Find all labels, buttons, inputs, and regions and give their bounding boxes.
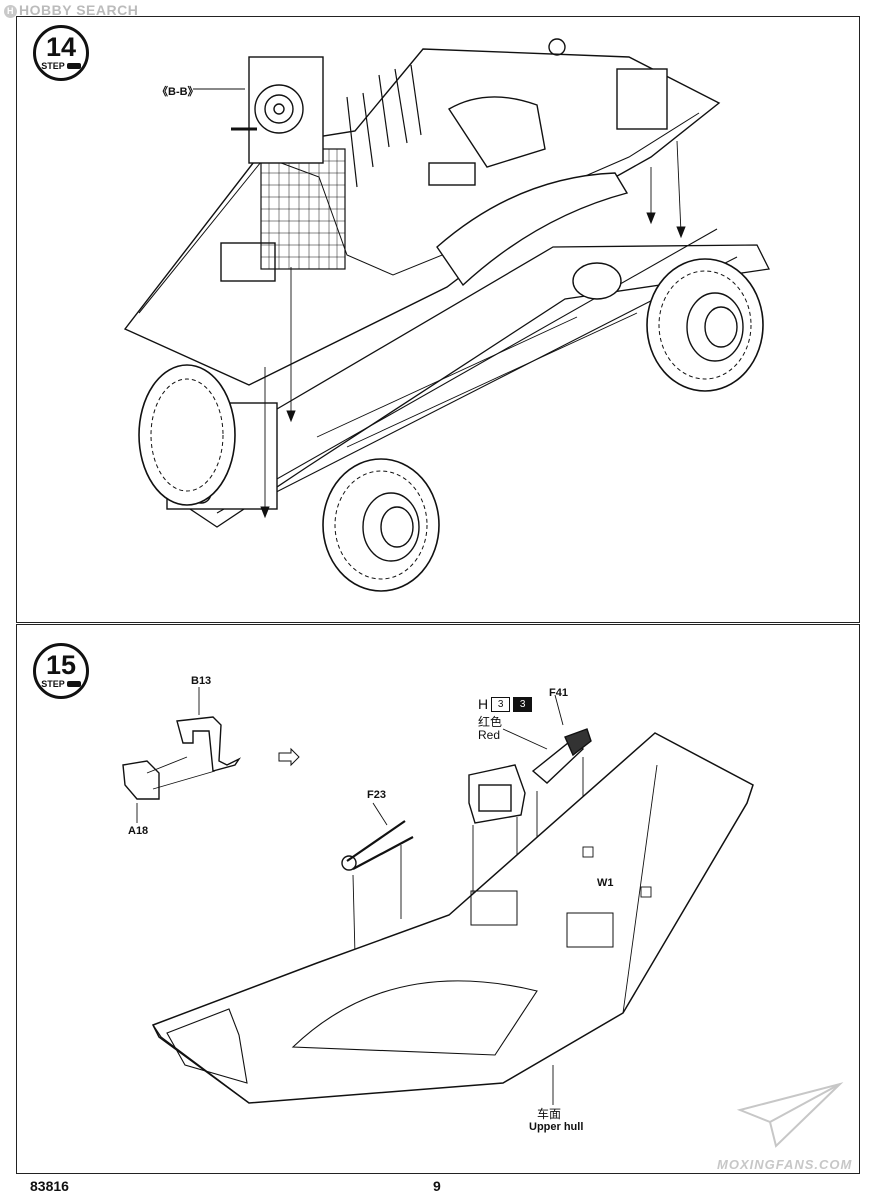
seat bbox=[448, 96, 546, 168]
alignment-arrows bbox=[260, 140, 686, 519]
kit-number: 83816 bbox=[30, 1178, 69, 1194]
step-14-number: 14 bbox=[45, 32, 77, 62]
hull-outline bbox=[123, 48, 721, 386]
part-a18 bbox=[122, 760, 160, 800]
watermark-logo-icon: H bbox=[4, 5, 17, 18]
step-14-panel: 14 STEP 《B-B》 bbox=[16, 16, 860, 623]
part-f23-label: F23 bbox=[367, 789, 386, 801]
periscope-box bbox=[468, 764, 526, 824]
part-f23 bbox=[341, 820, 414, 871]
site-watermark: MOXINGFANS.COM bbox=[717, 1157, 853, 1172]
color-english-label: Red bbox=[478, 728, 501, 742]
step-14-badge: 14 STEP bbox=[33, 25, 89, 81]
part-a18-label: A18 bbox=[128, 825, 149, 837]
part-f41 bbox=[531, 728, 592, 784]
wheel-rear-right bbox=[646, 258, 764, 392]
step-15-word: STEP bbox=[41, 679, 65, 689]
tank-icon bbox=[66, 681, 81, 687]
upper-hull bbox=[151, 732, 754, 1104]
watermark-text: HOBBY SEARCH bbox=[19, 2, 139, 18]
hull-chinese-label: 车面 bbox=[537, 1107, 562, 1121]
section-bb-label: 《B-B》 bbox=[157, 86, 199, 98]
paint-letter: H bbox=[478, 696, 489, 712]
step-14-word: STEP bbox=[41, 61, 65, 71]
differential bbox=[572, 262, 622, 300]
step-15-panel: 15 STEP bbox=[16, 624, 860, 1174]
arrow-icon bbox=[278, 747, 300, 767]
wheel-front-left bbox=[138, 364, 236, 506]
paper-plane-logo bbox=[736, 1082, 844, 1148]
step-15-number: 15 bbox=[45, 650, 77, 680]
step-15-assembly-drawing bbox=[122, 687, 754, 1105]
part-b13 bbox=[176, 716, 242, 772]
wheel-front-right bbox=[322, 458, 440, 592]
step-14-assembly-drawing bbox=[123, 38, 770, 592]
paint-code-box-dark: 3 bbox=[513, 696, 533, 712]
color-chinese-label: 红色 bbox=[478, 715, 503, 729]
paint-code-box: 3 bbox=[491, 696, 511, 712]
page-number: 9 bbox=[433, 1178, 441, 1194]
part-w1-label: W1 bbox=[597, 877, 614, 889]
fan-housing bbox=[248, 56, 324, 164]
part-f41-label: F41 bbox=[549, 687, 568, 699]
tank-icon bbox=[66, 63, 81, 69]
part-b13-label: B13 bbox=[191, 675, 212, 687]
hull-english-label: Upper hull bbox=[529, 1121, 584, 1133]
step-15-badge: 15 STEP bbox=[33, 643, 89, 699]
paint-callout: H 3 3 bbox=[478, 696, 533, 712]
